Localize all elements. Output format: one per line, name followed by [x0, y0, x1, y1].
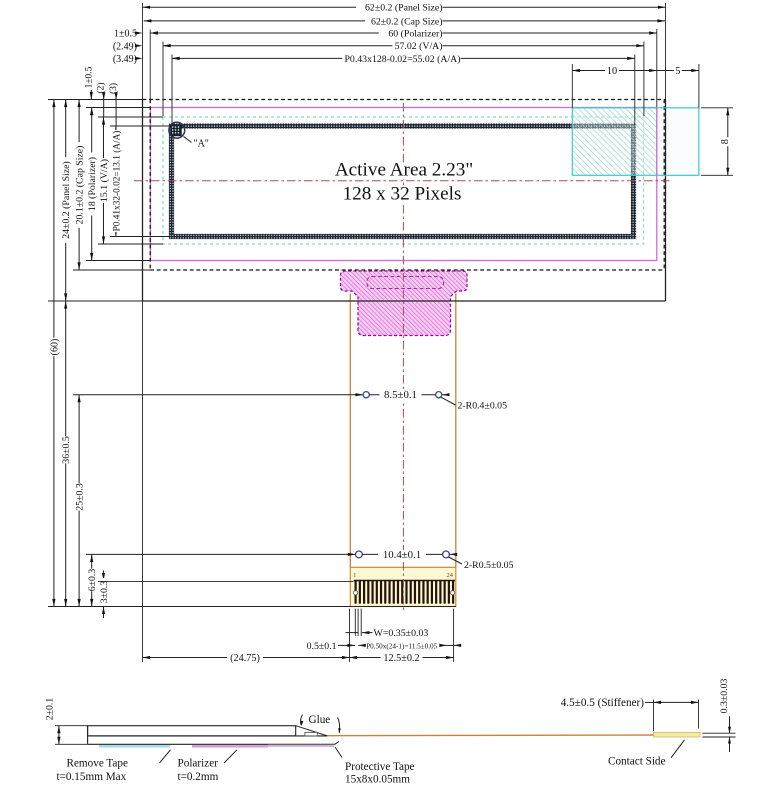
svg-text:5: 5: [675, 66, 680, 77]
svg-text:25±0.3: 25±0.3: [75, 483, 86, 511]
svg-text:15.1 (V/A): 15.1 (V/A): [99, 159, 110, 202]
svg-text:10: 10: [607, 66, 617, 77]
svg-text:t=0.15mm Max: t=0.15mm Max: [57, 771, 127, 783]
svg-text:W=0.35±0.03: W=0.35±0.03: [374, 628, 429, 639]
svg-text:t=0.2mm: t=0.2mm: [178, 771, 219, 783]
svg-text:6±0.3: 6±0.3: [87, 569, 98, 592]
svg-text:2±0.1: 2±0.1: [45, 698, 56, 721]
svg-text:(60): (60): [49, 339, 60, 356]
svg-text:1±0.5: 1±0.5: [84, 66, 94, 88]
svg-text:36±0.5: 36±0.5: [61, 436, 72, 464]
svg-text:4.5±0.5 (Stiffener): 4.5±0.5 (Stiffener): [561, 697, 645, 709]
svg-text:0.3±0.03: 0.3±0.03: [719, 679, 730, 714]
svg-text:2-R0.4±0.05: 2-R0.4±0.05: [458, 401, 508, 412]
svg-text:57.02 (V/A): 57.02 (V/A): [395, 41, 443, 52]
svg-text:Contact Side: Contact Side: [608, 756, 666, 768]
svg-text:Glue: Glue: [309, 714, 331, 726]
svg-text:12.5±0.2: 12.5±0.2: [383, 653, 419, 664]
svg-text:0.5±0.1: 0.5±0.1: [307, 641, 337, 652]
svg-text:(2.49): (2.49): [113, 41, 137, 52]
svg-text:8.5±0.1: 8.5±0.1: [384, 389, 417, 401]
svg-text:P0.50x(24-1)=11.5±0.05: P0.50x(24-1)=11.5±0.05: [366, 642, 437, 650]
svg-text:(3): (3): [108, 83, 119, 94]
svg-text:60 (Polarizer): 60 (Polarizer): [388, 28, 442, 39]
svg-text:Remove Tape: Remove Tape: [67, 758, 128, 770]
svg-text:Active Area 2.23": Active Area 2.23": [335, 160, 473, 181]
svg-text:15x8x0.05mm: 15x8x0.05mm: [345, 774, 410, 784]
svg-text:Protective Tape: Protective Tape: [345, 761, 415, 773]
svg-text:2-R0.5±0.05: 2-R0.5±0.05: [464, 560, 514, 571]
svg-text:(3.49): (3.49): [113, 54, 137, 65]
svg-text:24±0.2 (Panel Size): 24±0.2 (Panel Size): [61, 161, 72, 238]
svg-text:1: 1: [353, 572, 356, 579]
svg-text:62±0.2 (Cap Size): 62±0.2 (Cap Size): [371, 16, 443, 27]
svg-text:20.1±0.2 (Cap Size): 20.1±0.2 (Cap Size): [75, 146, 86, 225]
svg-text:18 (Polarizer): 18 (Polarizer): [87, 157, 98, 211]
svg-text:10.4±0.1: 10.4±0.1: [383, 549, 421, 561]
svg-text:8: 8: [720, 139, 731, 144]
svg-text:24: 24: [447, 572, 454, 579]
svg-text:62±0.2 (Panel Size): 62±0.2 (Panel Size): [365, 3, 442, 14]
svg-text:128 x 32 Pixels: 128 x 32 Pixels: [343, 184, 462, 205]
svg-text:P0.43x128-0.02=55.02 (A/A): P0.43x128-0.02=55.02 (A/A): [344, 54, 460, 65]
svg-text:Polarizer: Polarizer: [178, 758, 219, 770]
svg-text:"A": "A": [194, 139, 209, 150]
svg-text:(2): (2): [96, 82, 107, 93]
svg-text:3±0.3: 3±0.3: [99, 581, 110, 604]
svg-text:(24.75): (24.75): [230, 653, 260, 664]
svg-text:1±0.5: 1±0.5: [114, 29, 137, 40]
svg-text:P0.41x32-0.02=13.1 (A/A): P0.41x32-0.02=13.1 (A/A): [111, 131, 122, 232]
